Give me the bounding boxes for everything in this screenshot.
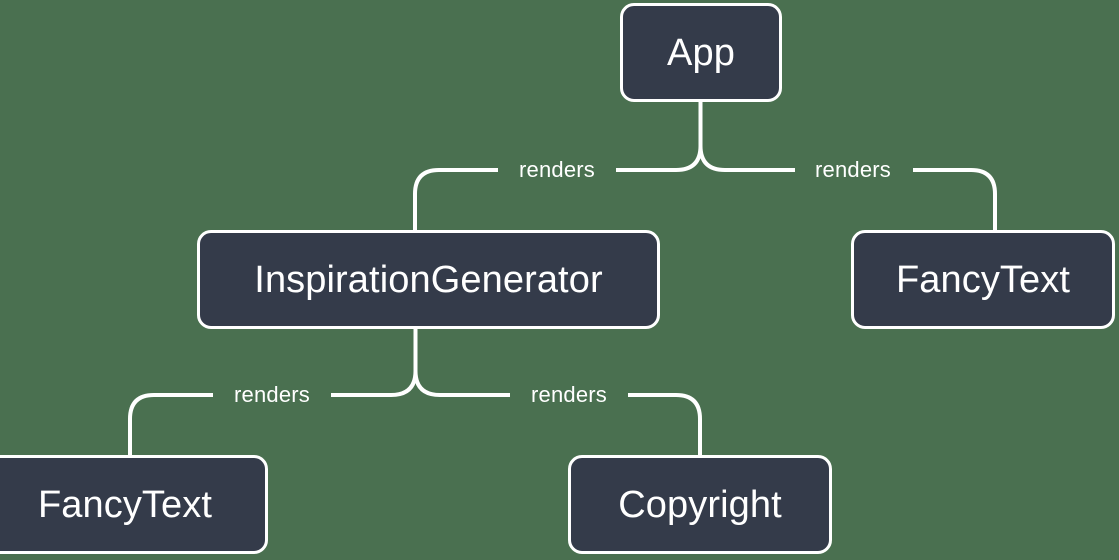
node-copyright-label: Copyright: [618, 483, 782, 526]
node-inspiration-generator-label: InspirationGenerator: [254, 258, 603, 301]
edge-label-inspiration-generator-to-fancytext-bottom: renders: [234, 382, 310, 407]
edge-label-app-to-inspiration-generator: renders: [519, 157, 595, 182]
edge-inspiration-generator-to-copyright: [413, 370, 702, 455]
node-app[interactable]: App: [620, 3, 782, 102]
node-fancytext-right[interactable]: FancyText: [851, 230, 1115, 329]
node-copyright[interactable]: Copyright: [568, 455, 832, 554]
node-inspiration-generator[interactable]: InspirationGenerator: [197, 230, 660, 329]
node-fancytext-bottom-label: FancyText: [37, 483, 213, 526]
edge-app-to-fancytext-right: [698, 145, 997, 230]
edge-label-inspiration-generator-to-copyright: renders: [531, 382, 607, 407]
node-fancytext-right-label: FancyText: [895, 258, 1071, 301]
node-app-label: App: [667, 31, 735, 74]
edge-label-app-to-fancytext-right: renders: [815, 157, 891, 182]
node-fancytext-bottom[interactable]: FancyText: [0, 455, 268, 554]
